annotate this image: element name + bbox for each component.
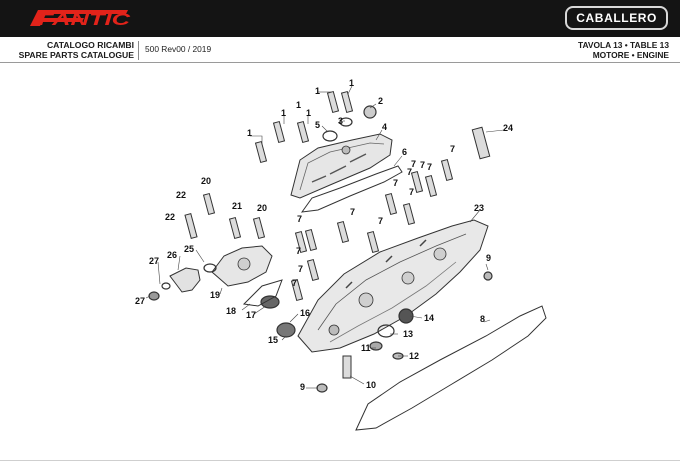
bolts[interactable] [184, 90, 491, 379]
callout-18: 18 [226, 306, 236, 316]
callout-labels: 1 1 1 1 1 1 2 3 4 5 6 7 7 7 7 7 7 7 7 7 … [135, 78, 513, 392]
callout-7k: 7 [292, 278, 297, 288]
callout-1b: 1 [281, 108, 286, 118]
table-section: MOTORE • ENGINE [592, 50, 669, 60]
callout-1a: 1 [247, 128, 252, 138]
callout-16: 16 [300, 308, 310, 318]
cylinder-head[interactable] [297, 219, 489, 353]
cover-gasket[interactable] [300, 165, 403, 213]
callout-13: 13 [403, 329, 413, 339]
model-version: 500 Rev00 / 2019 [145, 44, 212, 54]
callout-15: 15 [268, 335, 278, 345]
callout-9b: 9 [300, 382, 305, 392]
catalog-title: CATALOGO RICAMBI SPARE PARTS CATALOGUE [6, 37, 134, 63]
callout-7i: 7 [296, 246, 301, 256]
callout-11: 11 [361, 343, 371, 353]
header-divider [138, 41, 139, 60]
callout-9a: 9 [486, 253, 491, 263]
callout-27a: 27 [149, 256, 159, 266]
callout-7m: 7 [407, 167, 412, 177]
callout-7a: 7 [411, 159, 416, 169]
callout-26: 26 [167, 250, 177, 260]
table-title: TAVOLA 13 • TABLE 13 MOTORE • ENGINE [578, 37, 669, 60]
callout-7g: 7 [378, 216, 383, 226]
callout-6: 6 [402, 147, 407, 157]
callout-12: 12 [409, 351, 419, 361]
callout-25: 25 [184, 244, 194, 254]
hose-elbow[interactable] [169, 267, 201, 293]
callout-7j: 7 [298, 264, 303, 274]
valve-cover[interactable] [290, 133, 393, 199]
callout-5: 5 [315, 120, 320, 130]
callout-21: 21 [232, 201, 242, 211]
catalog-title-it: CATALOGO RICAMBI [46, 40, 134, 50]
callout-10: 10 [366, 380, 376, 390]
callout-8: 8 [480, 314, 485, 324]
callout-24: 24 [503, 123, 513, 133]
head-gasket[interactable] [355, 305, 547, 431]
pump-gasket[interactable] [242, 279, 283, 307]
callout-3: 3 [338, 116, 343, 126]
callout-7c: 7 [450, 144, 455, 154]
exploded-parts-diagram: 1 1 1 1 1 1 2 3 4 5 6 7 7 7 7 7 7 7 7 7 … [135, 78, 547, 431]
callout-1d: 1 [315, 86, 320, 96]
callout-1c: 1 [306, 108, 311, 118]
callout-19: 19 [210, 290, 220, 300]
callout-7l: 7 [420, 160, 425, 170]
callout-7e: 7 [409, 187, 414, 197]
water-pump-housing[interactable] [211, 245, 273, 287]
callout-14: 14 [424, 313, 434, 323]
callout-4: 4 [382, 122, 387, 132]
fantic-logo-text: FANTIC [38, 10, 131, 29]
callout-23: 23 [474, 203, 484, 213]
callout-27b: 27 [135, 296, 145, 306]
callout-7f: 7 [350, 207, 355, 217]
callout-22b: 22 [165, 212, 175, 222]
callout-20a: 20 [201, 176, 211, 186]
fantic-logo: FANTIC [30, 10, 131, 29]
callout-2: 2 [378, 96, 383, 106]
callout-17: 17 [246, 310, 256, 320]
callout-7h: 7 [297, 214, 302, 224]
catalog-title-en: SPARE PARTS CATALOGUE [18, 50, 134, 60]
caballero-badge: CABALLERO [565, 6, 668, 30]
callout-20b: 20 [257, 203, 267, 213]
callout-7b: 7 [427, 162, 432, 172]
leader-lines [145, 85, 505, 389]
callout-1f: 1 [296, 100, 301, 110]
callout-1e: 1 [349, 78, 354, 88]
callout-22a: 22 [176, 190, 186, 200]
header-bar: FANTIC CABALLERO [0, 0, 680, 37]
table-number: TAVOLA 13 • TABLE 13 [577, 40, 669, 50]
callout-7d: 7 [393, 178, 398, 188]
footer-rule [0, 460, 680, 461]
catalog-header: CATALOGO RICAMBI SPARE PARTS CATALOGUE 5… [0, 37, 680, 63]
